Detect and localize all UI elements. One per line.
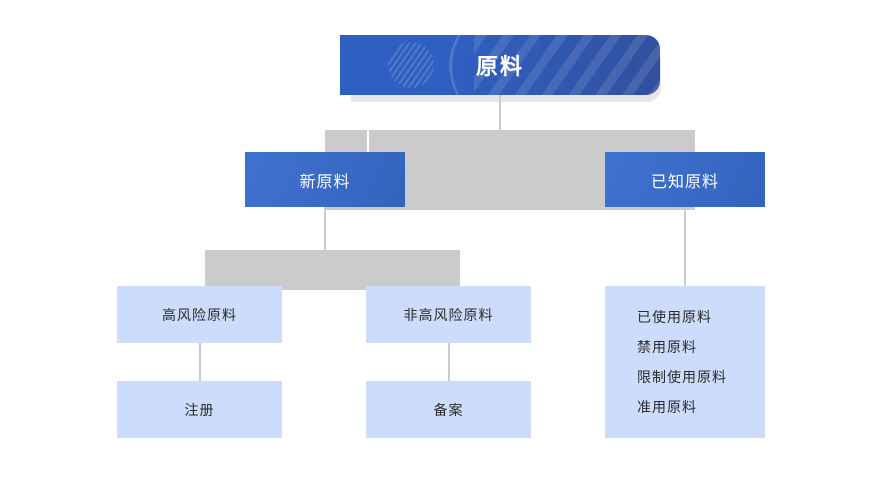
connector-root-to-bar [499, 95, 501, 131]
root-node-banner[interactable]: 原料 [340, 35, 660, 95]
list-item: 限制使用原料 [637, 369, 727, 385]
node-known-raw-material-label: 已知原料 [650, 173, 719, 191]
node-filing-label: 备案 [433, 401, 464, 418]
list-item: 禁用原料 [637, 339, 697, 355]
list-item: 准用原料 [637, 399, 697, 415]
node-filing[interactable]: 备案 [366, 381, 531, 438]
root-node-label: 原料 [475, 54, 524, 79]
node-high-risk-material[interactable]: 高风险原料 [117, 286, 282, 343]
node-registration[interactable]: 注册 [117, 381, 282, 438]
distribution-bar-level1-gap [367, 130, 369, 162]
connector-high-risk-to-register [199, 343, 201, 381]
connector-known-to-list [684, 207, 686, 286]
banner-circle-decor [388, 42, 434, 88]
known-material-list[interactable]: 已使用原料 禁用原料 限制使用原料 准用原料 [605, 286, 765, 438]
node-registration-label: 注册 [184, 401, 215, 418]
list-item: 已使用原料 [637, 309, 712, 325]
node-non-high-risk-material[interactable]: 非高风险原料 [366, 286, 531, 343]
distribution-bar-level2 [205, 250, 460, 290]
node-known-raw-material[interactable]: 已知原料 [605, 152, 765, 207]
node-new-raw-material[interactable]: 新原料 [245, 152, 405, 207]
node-non-high-risk-material-label: 非高风险原料 [403, 306, 494, 323]
node-new-raw-material-label: 新原料 [299, 173, 351, 191]
node-high-risk-material-label: 高风险原料 [162, 306, 237, 323]
connector-new-to-bar [324, 207, 326, 250]
connector-non-high-risk-to-filing [448, 343, 450, 381]
banner-stripes-decor [474, 35, 660, 95]
